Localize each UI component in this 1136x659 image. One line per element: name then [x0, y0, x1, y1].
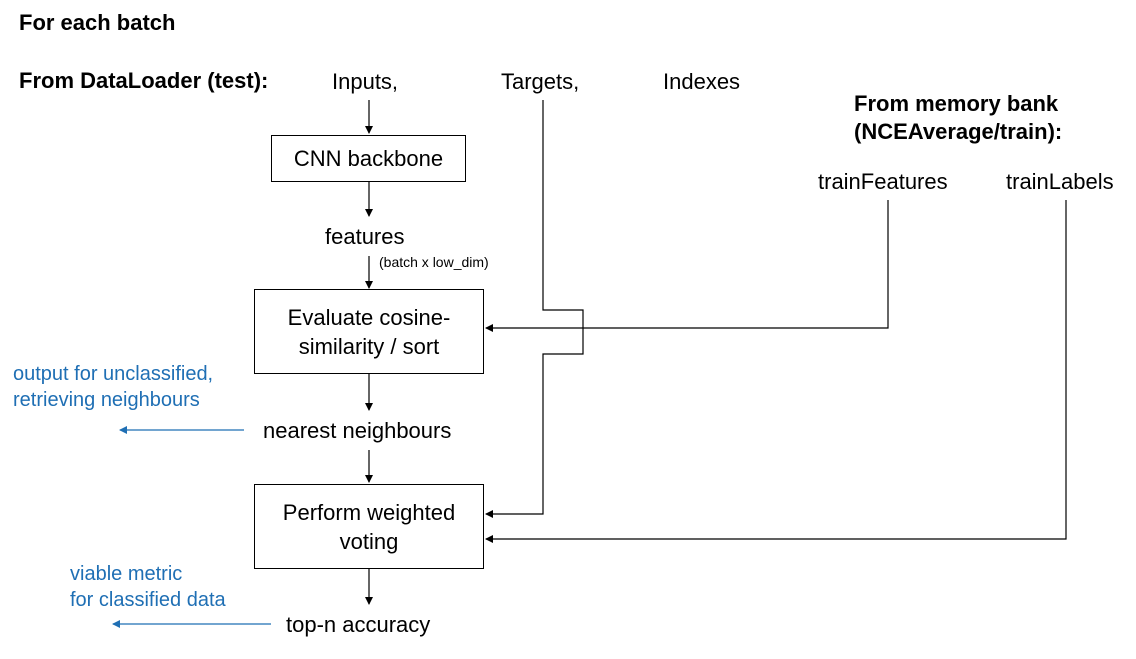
label-nearest-neighbours: nearest neighbours [263, 418, 452, 443]
heading-memory-bank-2: (NCEAverage/train): [854, 119, 1063, 144]
label-train-labels: trainLabels [1006, 169, 1114, 194]
box-vote-label-1: Perform weighted [282, 499, 456, 525]
box-vote-label-2: voting [339, 528, 399, 554]
label-features: features [325, 224, 405, 249]
heading-dataloader: From DataLoader (test): [19, 68, 269, 93]
output-metric-1: viable metric [70, 563, 183, 585]
output-unclassified-1: output for unclassified, [13, 363, 214, 385]
label-train-features: trainFeatures [818, 169, 948, 194]
heading-memory-bank-1: From memory bank [854, 91, 1059, 116]
label-inputs: Inputs, [332, 69, 399, 94]
arrow-trainfeatures-to-cosine [485, 200, 889, 332]
box-cosine-label-2: similarity / sort [298, 333, 440, 359]
label-features-dims: (batch x low_dim) [379, 254, 489, 270]
box-weighted-voting: Perform weighted voting [254, 484, 484, 569]
heading-batch: For each batch [19, 10, 176, 35]
output-unclassified-2: retrieving neighbours [13, 389, 200, 411]
arrow-trainlabels-to-vote [485, 200, 1067, 543]
box-cnn-backbone: CNN backbone [271, 135, 466, 182]
box-cosine-similarity: Evaluate cosine- similarity / sort [254, 289, 484, 374]
arrow-targets-to-vote [485, 100, 584, 518]
label-indexes: Indexes [663, 69, 741, 94]
label-targets: Targets, [501, 69, 580, 94]
box-cnn-label: CNN backbone [293, 146, 444, 171]
box-cosine-label-1: Evaluate cosine- [287, 304, 451, 330]
output-metric-2: for classified data [70, 589, 226, 611]
label-topn-accuracy: top-n accuracy [286, 612, 431, 637]
